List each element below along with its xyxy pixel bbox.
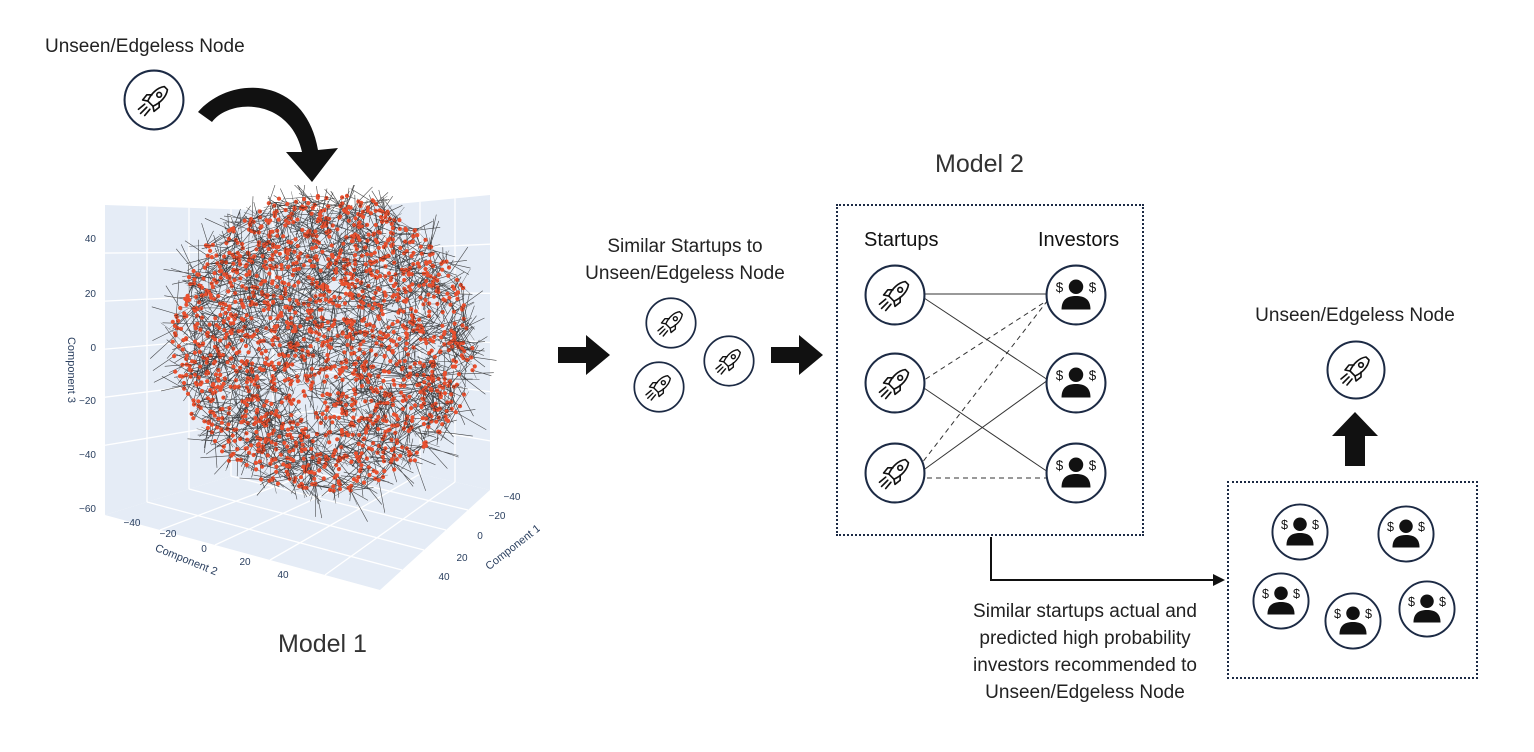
similar-startups-caption-line1: Similar Startups to <box>607 236 763 257</box>
rocket-icon <box>864 442 926 504</box>
recommendation-caption-line2: predicted high probability <box>979 628 1191 649</box>
curved-arrow <box>198 87 338 182</box>
arrow-up <box>1332 412 1378 466</box>
axis-label-component-1: Component 1 <box>483 523 540 573</box>
similar-startups-caption-line2: Unseen/Edgeless Node <box>585 263 785 284</box>
investor-dollar-icon <box>1045 264 1107 326</box>
investor-dollar-icon <box>1398 580 1456 638</box>
rocket-icon <box>703 335 755 387</box>
rocket-icon <box>645 297 697 349</box>
investor-dollar-icon <box>1045 352 1107 414</box>
component-2-tick-label: −40 <box>124 518 141 529</box>
model2-box <box>836 204 1144 536</box>
investor-dollar-icon <box>1271 503 1329 561</box>
rocket-icon <box>123 69 185 131</box>
gridline <box>188 488 425 551</box>
component-2-tick-label: 20 <box>239 557 251 568</box>
bipartite-edges <box>917 293 1049 479</box>
gridline <box>230 475 447 531</box>
network-edges-overlay <box>160 190 477 506</box>
rocket-icon <box>633 361 685 413</box>
investor-dollar-icon <box>1377 505 1435 563</box>
z-tick-label: −60 <box>79 504 96 515</box>
unseen-node-caption-right: Unseen/Edgeless Node <box>1255 305 1455 326</box>
gridline <box>269 473 421 561</box>
axis-label-component-2: Component 2 <box>153 542 219 578</box>
component-1-tick-label: 0 <box>477 531 483 542</box>
z-tick-label: −20 <box>79 396 96 407</box>
arrow-right-2 <box>771 335 823 375</box>
gridline <box>314 409 491 442</box>
z-tick-label: 20 <box>85 289 97 300</box>
component-1-tick-label: −20 <box>489 511 506 522</box>
component-1-tick-label: −40 <box>504 492 521 503</box>
startups-header: Startups <box>864 229 939 251</box>
z-tick-label: 40 <box>85 234 97 245</box>
investor-dollar-icon <box>1252 572 1310 630</box>
floor-pane <box>105 450 490 590</box>
component-1-tick-label: 40 <box>438 572 450 583</box>
gridline <box>146 501 403 571</box>
component-2-tick-label: 0 <box>201 544 207 555</box>
component-2-tick-label: 40 <box>277 570 289 581</box>
z-tick-label: −40 <box>79 450 96 461</box>
unseen-node-caption: Unseen/Edgeless Node <box>45 36 245 57</box>
rocket-icon <box>1326 340 1386 400</box>
rocket-icon <box>864 264 926 326</box>
connector-arrow <box>990 537 1225 586</box>
investor-dollar-icon <box>1324 592 1382 650</box>
z-tick-label: 0 <box>90 343 96 354</box>
recommendation-caption-line1: Similar startups actual and <box>973 601 1197 622</box>
model1-title: Model 1 <box>278 630 367 658</box>
recommendation-caption-line4: Unseen/Edgeless Node <box>985 682 1185 703</box>
gridline <box>324 481 456 576</box>
rocket-icon <box>864 352 926 414</box>
model2-title: Model 2 <box>935 150 1024 178</box>
component-2-tick-label: −20 <box>160 529 177 540</box>
component-1-tick-label: 20 <box>456 553 468 564</box>
recommended-investors-box <box>1227 481 1478 679</box>
gridline <box>104 370 316 398</box>
axis-label-component-3: Component 3 <box>65 337 77 403</box>
investors-header: Investors <box>1038 229 1120 251</box>
recommendation-caption-line3: investors recommended to <box>973 655 1197 676</box>
investor-dollar-icon <box>1045 442 1107 504</box>
arrow-right-1 <box>558 335 610 375</box>
model1-3d-scatter: 40 20 0 −20 −40 −60 −40 −20 0 20 40 −40 −20 0 20 40 Com… <box>65 185 540 590</box>
